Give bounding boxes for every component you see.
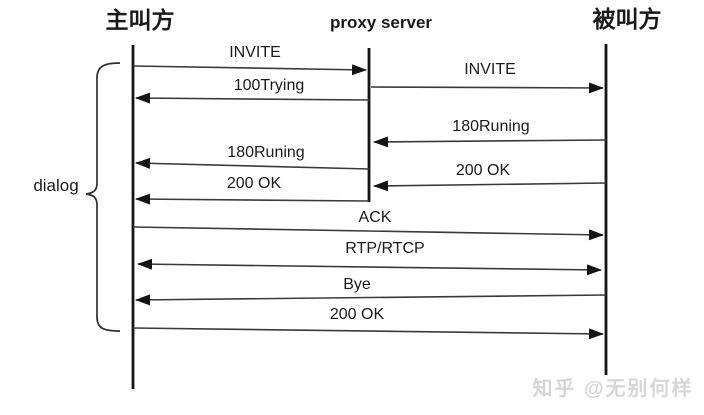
arrow-ack-caller-callee: [132, 226, 604, 241]
participant-callee-label: 被叫方: [592, 6, 662, 33]
arrow-invite-caller-proxy: [132, 64, 367, 76]
arrow-200ok-proxy-caller: [135, 193, 370, 205]
arrow-100trying-proxy-caller: [135, 92, 370, 104]
participant-caller-label: 主叫方: [105, 7, 175, 34]
arrow-180runing-callee-proxy: [373, 136, 607, 148]
message-label-invite-2: INVITE: [464, 61, 516, 78]
dialog-bracket-label: dialog: [33, 176, 79, 195]
participant-proxy-label: proxy server: [329, 13, 433, 32]
arrow-200ok-callee-proxy: [373, 180, 607, 192]
message-label-200ok-1: 200 OK: [455, 162, 511, 179]
watermark-text: 知乎 @无别何样: [532, 378, 694, 400]
arrow-180runing-proxy-caller: [135, 157, 370, 170]
dialog-bracket: [85, 62, 121, 332]
message-label-invite-1: INVITE: [229, 44, 281, 61]
message-label-180runing-2: 180Runing: [227, 144, 305, 161]
message-label-100trying: 100Trying: [233, 77, 305, 94]
arrow-bye-callee-caller: [135, 294, 607, 306]
message-label-200ok-3: 200 OK: [329, 306, 385, 323]
message-label-rtp-rtcp: RTP/RTCP: [345, 240, 425, 257]
message-label-180runing-1: 180Runing: [452, 118, 530, 135]
arrow-200ok-caller-callee: [132, 327, 604, 340]
arrow-invite-proxy-callee: [370, 82, 604, 94]
message-label-ack: ACK: [358, 209, 392, 226]
arrow-rtp-bidirectional: [137, 258, 602, 276]
message-label-bye: Bye: [343, 276, 371, 293]
message-label-200ok-2: 200 OK: [226, 175, 282, 192]
